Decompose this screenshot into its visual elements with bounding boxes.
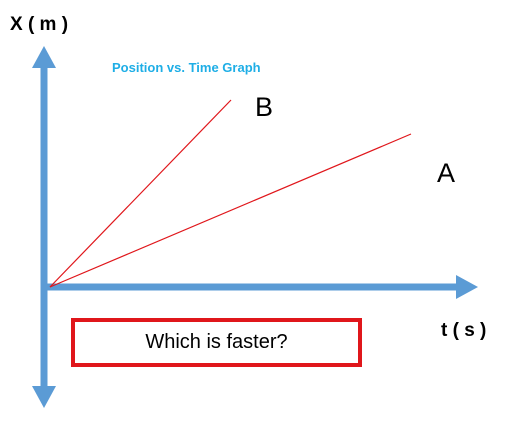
- y-axis-down-arrow: [32, 386, 56, 408]
- x-axis-label: t ( s ): [441, 320, 487, 341]
- line-a: [49, 133, 412, 288]
- line-b-label: B: [255, 92, 274, 122]
- diagram-title: Position vs. Time Graph: [112, 60, 261, 75]
- y-axis-up-arrow: [32, 46, 56, 68]
- line-b: [49, 99, 232, 288]
- question-text: Which is faster?: [145, 331, 288, 353]
- y-axis-label: X ( m ): [10, 14, 69, 35]
- line-a-label: A: [437, 158, 456, 188]
- x-axis-right-arrow: [456, 275, 478, 299]
- question-box: Which is faster?: [71, 318, 362, 367]
